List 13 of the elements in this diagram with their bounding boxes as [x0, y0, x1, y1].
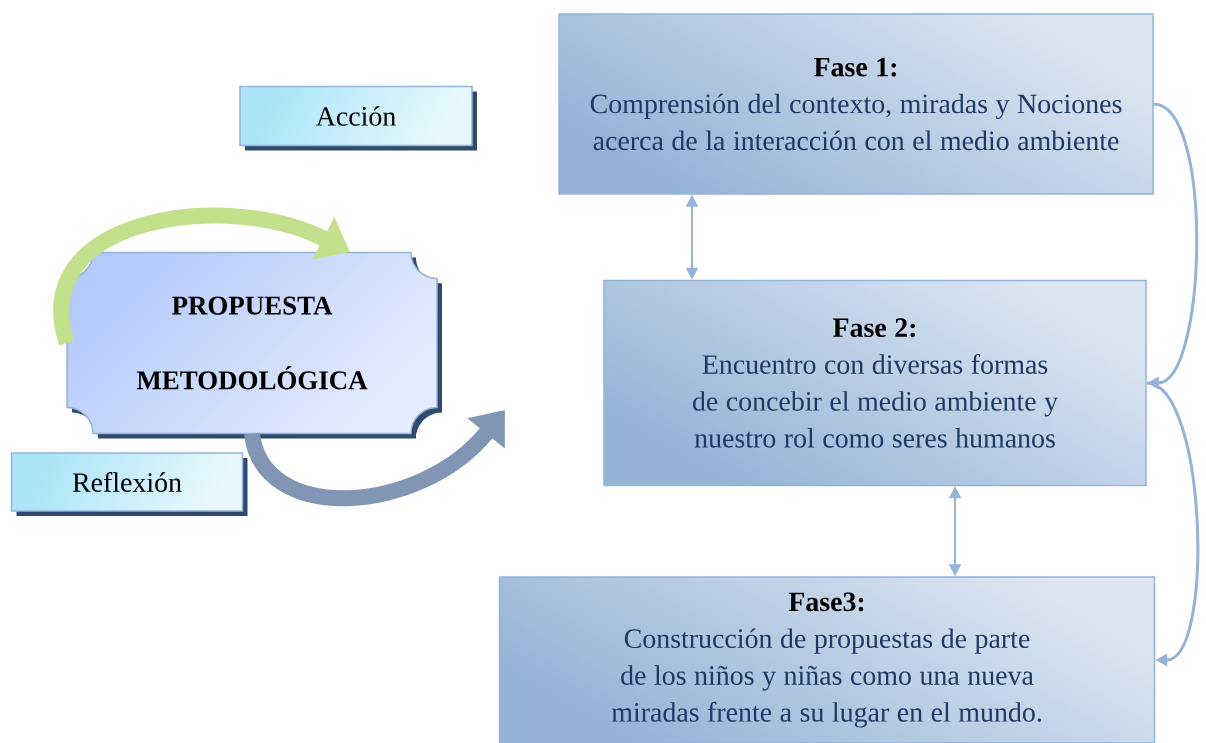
curved-arrow	[1146, 381, 1200, 667]
phase-description: Construcción de propuestas de parte de los niños y niñas como una nueva miradas frente a su lugar en el mundo.	[611, 628, 1041, 728]
phase-title: Fase3:	[788, 592, 864, 612]
label-box: Acción	[239, 85, 477, 151]
phase-description: Encuentro con diversas formas de concebir el medio ambiente y nuestro rol como seres humanos	[692, 354, 1058, 448]
phase-title: Fase 2:	[833, 318, 915, 338]
plaque-box: PROPUESTA METODOLÓGICA	[66, 251, 442, 439]
phase-box	[498, 576, 1156, 743]
label-box: Reflexión	[10, 452, 248, 516]
phase-title: Fase 1:	[814, 57, 896, 77]
phase-description: Comprensión del contexto, miradas y Nociones acerca de la interacción con el medio ambiente	[590, 93, 1122, 151]
phase-box	[558, 13, 1154, 195]
phase-box	[603, 279, 1147, 487]
